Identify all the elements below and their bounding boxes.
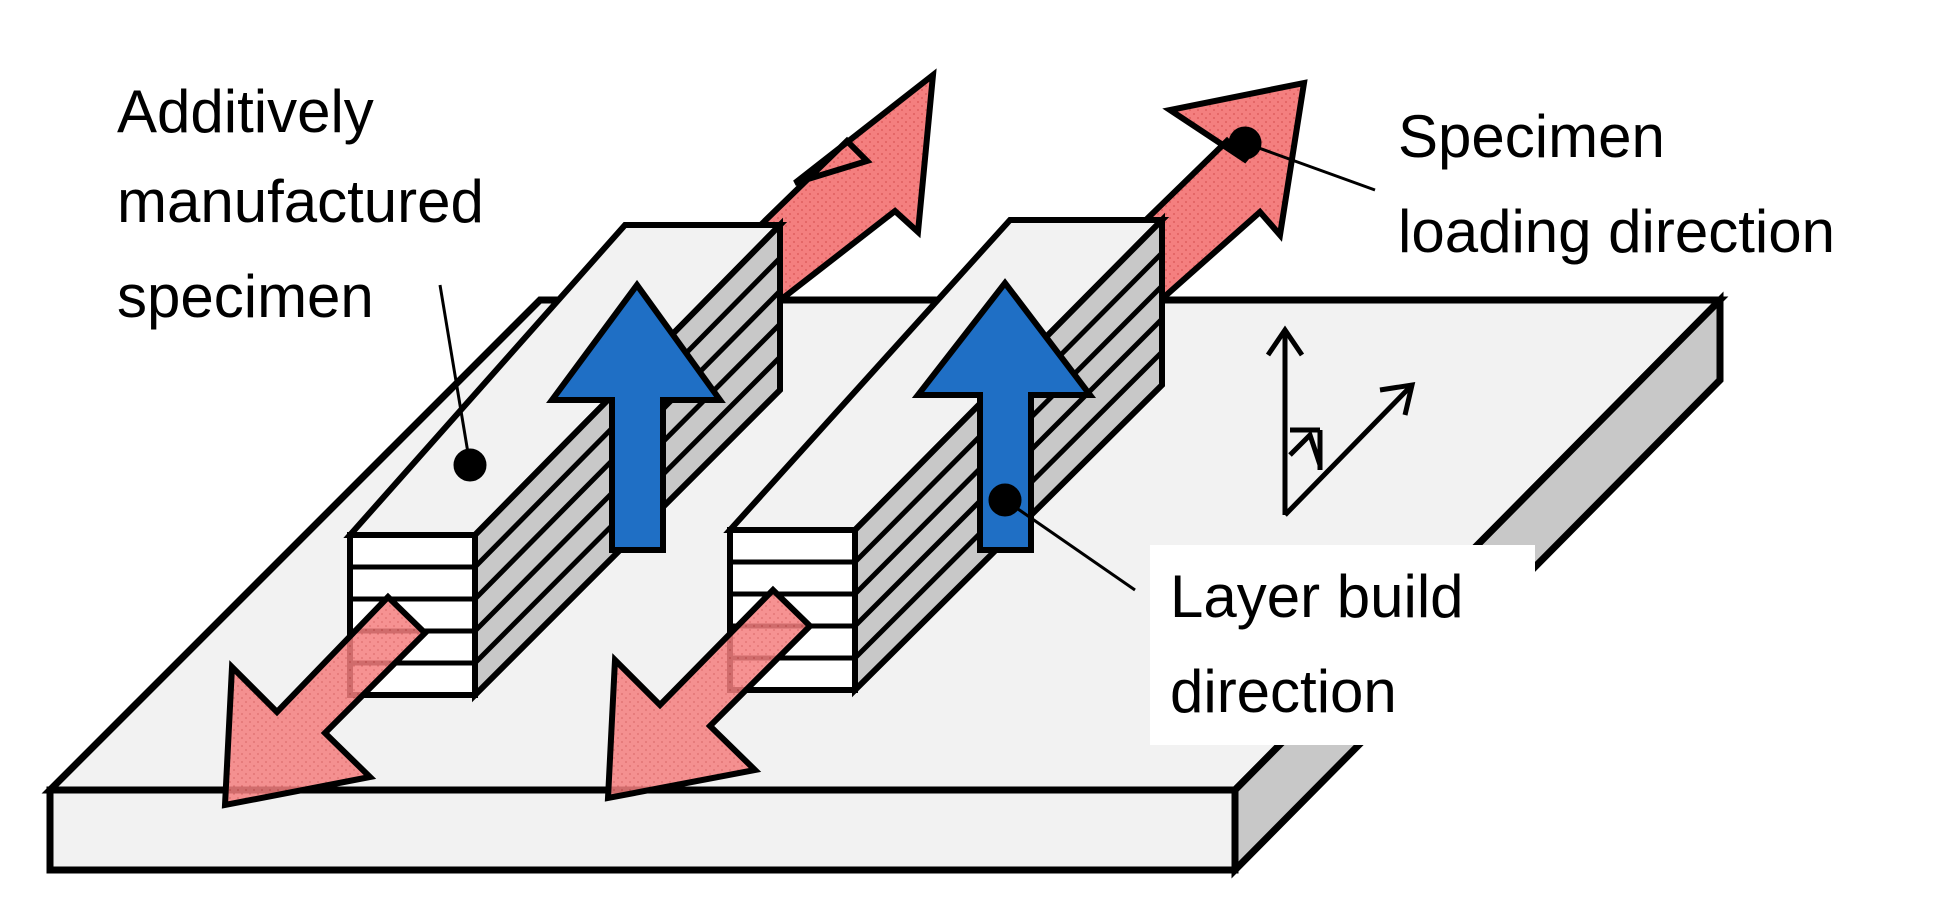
build-callout-dot	[988, 483, 1022, 517]
specimen-label-line-3: specimen	[117, 263, 374, 330]
build-direction-arrow	[911, 278, 1097, 553]
build-label: Layer build direction	[1170, 563, 1464, 725]
loading-leader-line	[1244, 141, 1376, 192]
build-arrows	[546, 278, 1097, 553]
build-leader-line	[1004, 498, 1136, 592]
loading-direction-arrow	[730, 68, 937, 302]
axis-triad-icon	[1265, 325, 1416, 517]
loading-direction-arrow	[221, 592, 430, 809]
specimen-label: Additively manufactured specimen	[117, 78, 484, 330]
build-direction-arrow	[546, 279, 726, 553]
specimen-callout-dot	[453, 448, 487, 482]
callouts	[438, 126, 1376, 592]
specimen-label-line-1: Additively	[117, 78, 374, 145]
loading-label-line-2: loading direction	[1398, 198, 1835, 265]
loading-arrows-front	[221, 585, 815, 809]
build-label-line-2: direction	[1170, 658, 1397, 725]
specimen-label-line-2: manufactured	[117, 168, 484, 235]
loading-direction-arrow	[604, 585, 815, 802]
build-label-line-1: Layer build	[1170, 563, 1464, 630]
build-label-box	[1150, 545, 1535, 745]
loading-label: Specimen loading direction	[1398, 103, 1835, 265]
specimen-leader-line	[438, 284, 472, 466]
loading-callout-dot	[1228, 126, 1262, 160]
loading-label-line-1: Specimen	[1398, 103, 1665, 170]
